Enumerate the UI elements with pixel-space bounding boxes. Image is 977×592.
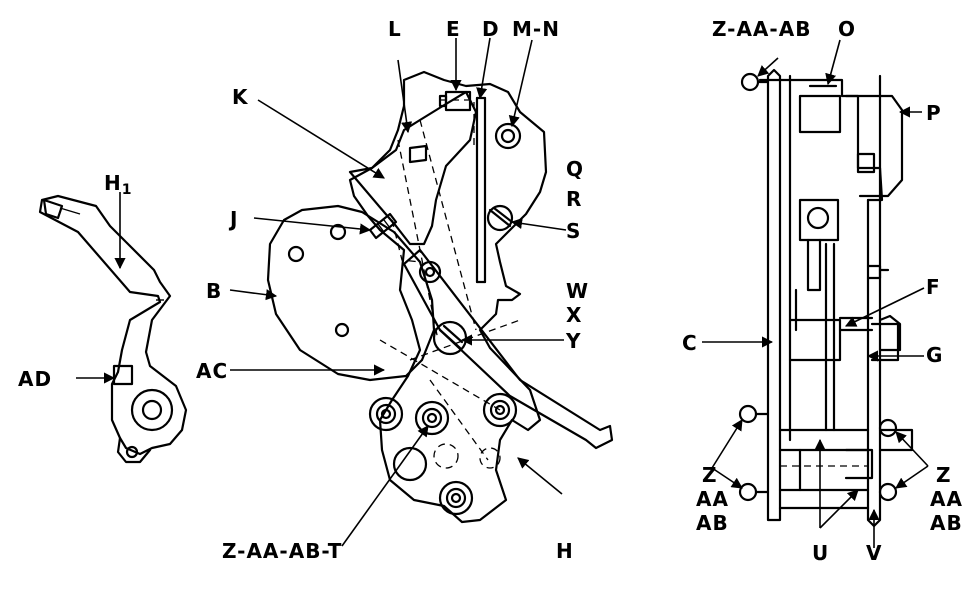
- label-z-left: Z: [702, 463, 718, 487]
- lever-h1-part: [38, 194, 188, 464]
- hex-nut: [438, 480, 474, 516]
- label-h1: H1: [104, 171, 133, 198]
- label-ad: AD: [18, 367, 52, 391]
- label-aa-right: AA: [930, 487, 963, 511]
- side-view-part: [738, 68, 914, 528]
- label-y: Y: [565, 329, 581, 353]
- label-group: H1 AD K L E D M-N Q R S J B W X Y AC H Z…: [18, 17, 963, 565]
- label-q: Q: [566, 157, 584, 181]
- label-h: H: [556, 539, 574, 563]
- label-p: P: [926, 101, 942, 125]
- label-z-right: Z: [936, 463, 952, 487]
- label-d: D: [482, 17, 500, 41]
- label-x: X: [566, 303, 582, 327]
- label-j: J: [228, 207, 238, 231]
- label-z-aa-ab-top: Z-AA-AB: [712, 17, 811, 41]
- label-o: O: [838, 17, 856, 41]
- label-ab-left: AB: [696, 511, 729, 535]
- label-ac: AC: [196, 359, 228, 383]
- label-u: U: [812, 541, 829, 565]
- hex-nut: [482, 392, 518, 428]
- label-ab-right: AB: [930, 511, 963, 535]
- label-m-n: M-N: [512, 17, 560, 41]
- label-aa-left: AA: [696, 487, 729, 511]
- label-v: V: [866, 541, 882, 565]
- label-z-aa-ab-t: Z-AA-AB-T: [222, 539, 342, 563]
- label-w: W: [566, 279, 589, 303]
- label-s: S: [566, 219, 581, 243]
- label-l: L: [388, 17, 402, 41]
- hex-nut: [368, 396, 404, 432]
- label-c: C: [682, 331, 698, 355]
- label-b: B: [206, 279, 222, 303]
- label-g: G: [926, 343, 943, 367]
- label-e: E: [446, 17, 461, 41]
- main-assembly-part: [266, 70, 614, 524]
- label-r: R: [566, 187, 582, 211]
- leader-lines: [76, 37, 929, 548]
- label-f: F: [926, 275, 941, 299]
- hex-nut: [414, 400, 450, 436]
- label-k: K: [232, 85, 249, 109]
